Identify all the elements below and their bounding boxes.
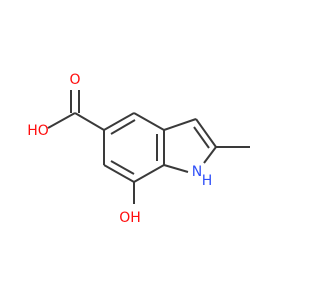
atom-label-acid-carbonyl-oxygen: O <box>69 72 80 88</box>
bond-c5-c4 <box>103 112 135 131</box>
atom-label-ring-hydroxyl: OH <box>119 210 141 226</box>
bonds <box>47 90 250 204</box>
bond-c5-c4-inner <box>110 119 136 135</box>
molecule-structure-diagram: HO O OH N H <box>27 72 250 226</box>
bond-c2-n1 <box>203 146 217 164</box>
bond-c7-c6 <box>103 164 135 183</box>
bond-c7-c6-inner <box>110 160 135 175</box>
bond-cooh-c-oh <box>47 112 76 129</box>
bond-c3a-c3 <box>163 118 197 131</box>
atom-labels: HO O OH N H <box>27 72 212 226</box>
atom-label-nitrogen-hydrogen: H <box>202 173 213 189</box>
atom-label-acid-hydroxyl: HO <box>27 123 49 139</box>
bond-c7a-c7 <box>133 164 165 183</box>
bond-cooh-c-to-ring <box>74 112 105 131</box>
atom-label-ring-nitrogen: N <box>192 164 202 180</box>
bond-c4-c3a <box>133 112 165 131</box>
bond-c3-c2-inner <box>193 126 210 149</box>
bond-c3-c2 <box>195 118 217 148</box>
bond-n1-c7a <box>163 164 189 173</box>
